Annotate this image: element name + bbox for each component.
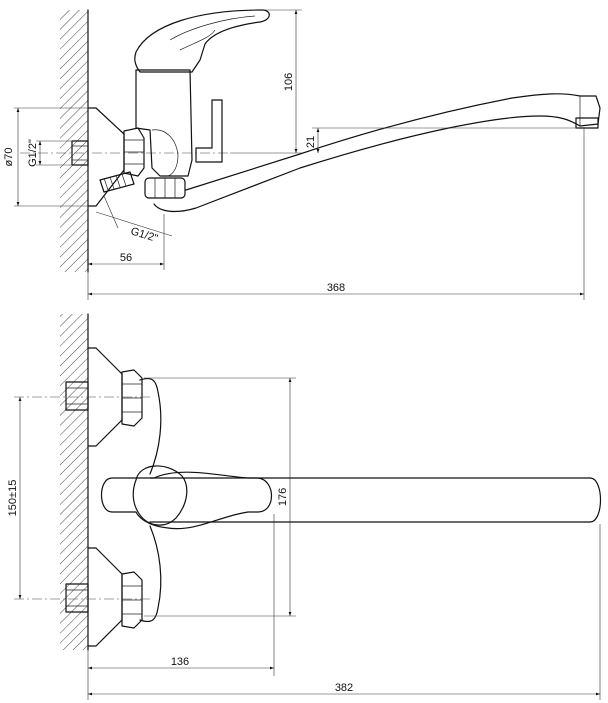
dim-wall-offset: 56: [120, 252, 132, 264]
lever-handle-top: [134, 9, 270, 73]
plan-view: 150±15 176 136 382: [7, 313, 601, 700]
spout-top: [153, 93, 601, 213]
dim-handle-reach: 136: [171, 656, 189, 668]
aerator-top: [575, 117, 599, 129]
dim-spout-length: 382: [335, 682, 353, 694]
escutcheon-lower: [87, 547, 123, 647]
body-arm-lower: [139, 525, 162, 623]
dim-handle-height: 106: [283, 73, 295, 91]
rear-bracket-top: [195, 99, 223, 163]
inlet-pipe-upper: [65, 381, 89, 411]
dim-overall-length: 368: [327, 282, 345, 294]
inlet-pipe-lower: [65, 583, 89, 613]
dim-body-height: 176: [277, 488, 289, 506]
dim-spout-drop: 21: [305, 136, 317, 148]
lever-grip: [132, 465, 188, 526]
dim-flange-diameter: ø70: [3, 148, 15, 167]
spout-plan: [149, 477, 601, 523]
hex-nut-upper: [121, 369, 143, 427]
side-view: ø70 G1/2" G1/2" 56 368 106 21: [3, 9, 601, 300]
dim-inlet-thread: G1/2": [27, 139, 39, 167]
dim-outlet-thread: G1/2": [129, 225, 159, 245]
body-arm-upper: [139, 377, 162, 475]
shower-outlet: [99, 171, 135, 193]
mixer-body-top: [135, 69, 193, 177]
dim-inlet-spacing: 150±15: [7, 480, 19, 517]
wall-hatch-bottom: [60, 314, 88, 650]
lever-handle-plan: [100, 471, 272, 530]
